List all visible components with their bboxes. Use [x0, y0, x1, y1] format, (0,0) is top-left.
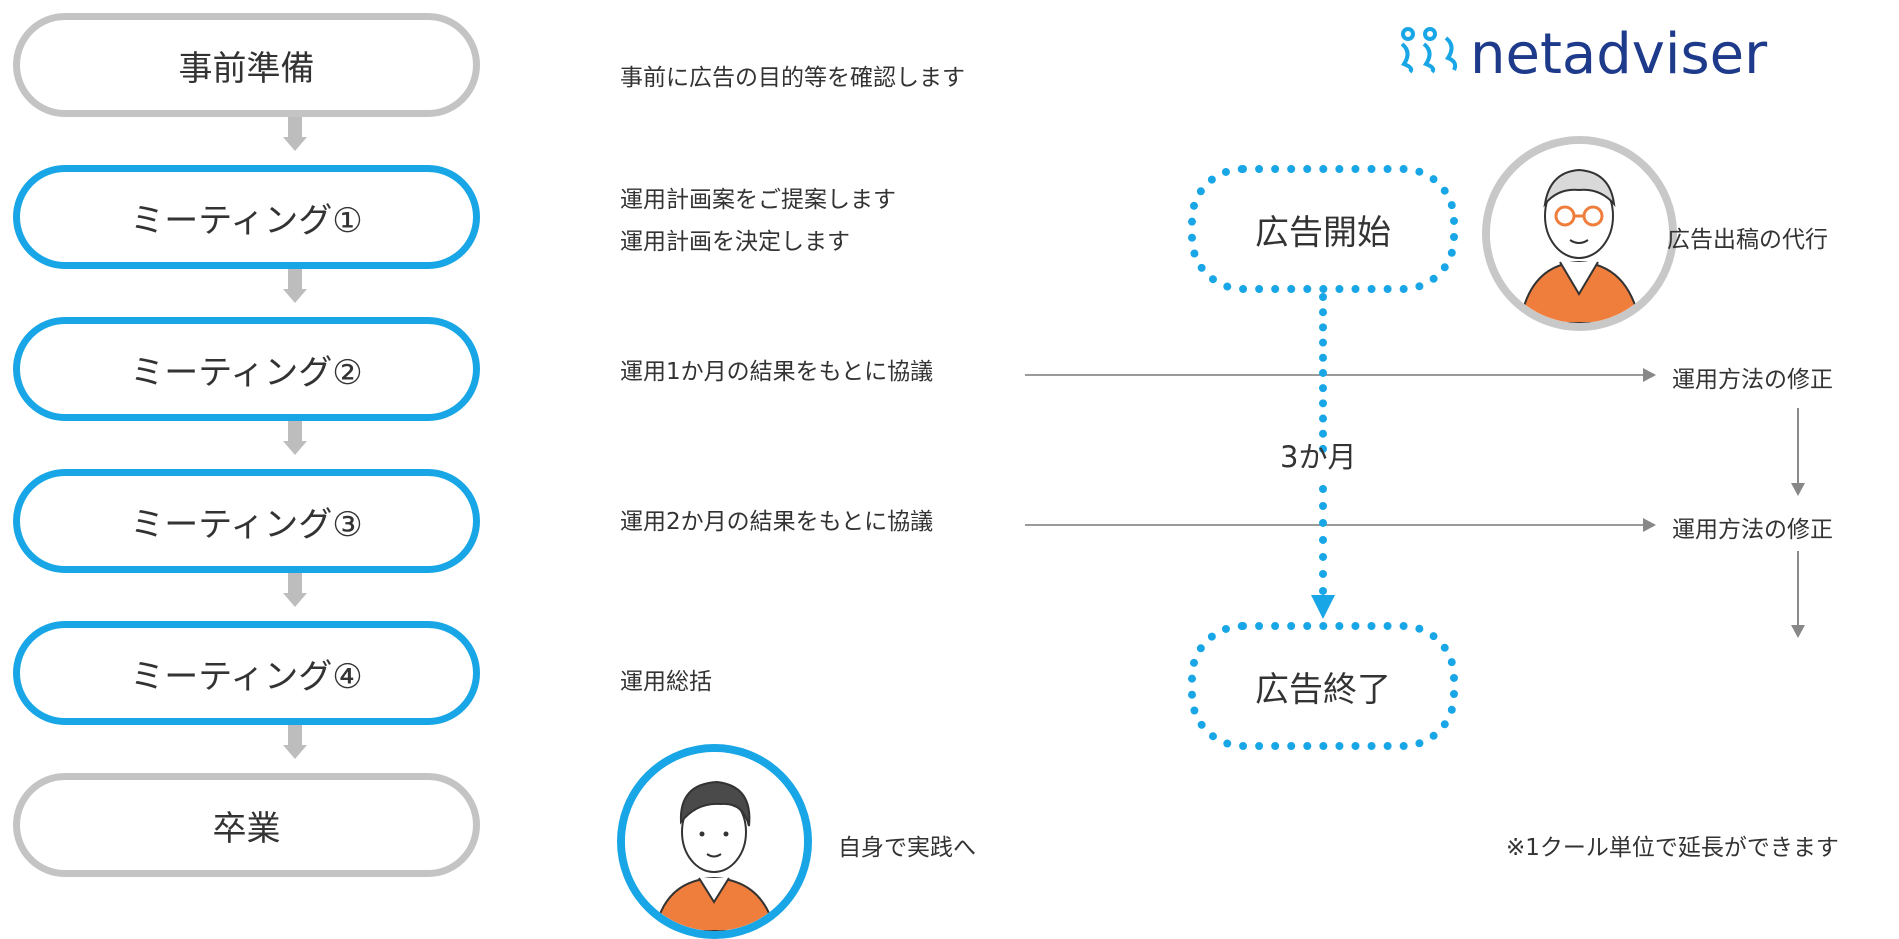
desc-meeting-3: 運用2か月の結果をもとに協議	[620, 509, 934, 535]
timeline-line-top	[1319, 293, 1336, 453]
step-graduation: 卒業	[13, 773, 480, 877]
step-arrow-icon	[283, 289, 307, 303]
ad-end-label: 広告終了	[1255, 669, 1391, 710]
step-connector	[288, 269, 302, 289]
arrow-line-meeting-2	[1025, 374, 1645, 376]
timeline-line-bottom	[1319, 485, 1336, 595]
step-arrow-icon	[283, 745, 307, 759]
extension-note: ※1クール単位で延長ができます	[1506, 835, 1839, 861]
step-arrow-icon	[283, 137, 307, 151]
agency-label: 広告出稿の代行	[1667, 227, 1828, 253]
arrow-right-icon	[1643, 518, 1656, 532]
step-connector	[288, 421, 302, 441]
arrow-line-meeting-3	[1025, 524, 1645, 526]
step-label: ミーティング①	[130, 200, 363, 241]
step-label: 卒業	[212, 808, 281, 849]
step-connector	[288, 725, 302, 745]
step-label: ミーティング②	[130, 352, 363, 393]
logo-mark-icon	[1398, 24, 1462, 86]
logo-text: netadviser	[1470, 22, 1768, 87]
step-meeting-3: ミーティング③	[13, 469, 480, 573]
step-connector	[288, 573, 302, 593]
step-arrow-icon	[283, 593, 307, 607]
step-pre-preparation: 事前準備	[13, 13, 480, 117]
consultant-avatar	[1482, 136, 1677, 331]
ad-start-label: 広告開始	[1255, 212, 1391, 253]
step-meeting-1: ミーティング①	[13, 165, 480, 269]
step-meeting-4: ミーティング④	[13, 621, 480, 725]
step-connector	[288, 117, 302, 137]
revision-2: 運用方法の修正	[1672, 517, 1833, 543]
arrow-down-icon	[1791, 483, 1805, 496]
arrow-right-icon	[1643, 368, 1656, 382]
step-meeting-2: ミーティング②	[13, 317, 480, 421]
step-label: 事前準備	[178, 48, 315, 89]
desc-pre-preparation: 事前に広告の目的等を確認します	[620, 65, 965, 91]
ad-start-node: 広告開始	[1188, 165, 1458, 293]
duration-label: 3か月	[1280, 440, 1357, 474]
desc-meeting-1-line1: 運用計画案をご提案します	[620, 187, 896, 213]
step-arrow-icon	[283, 441, 307, 455]
step-label: ミーティング③	[130, 504, 363, 545]
self-practice-label: 自身で実践へ	[838, 835, 976, 861]
netadviser-logo: netadviser	[1398, 22, 1767, 87]
revision-down-line	[1797, 408, 1799, 483]
ad-end-node: 広告終了	[1188, 622, 1458, 750]
desc-meeting-1-line2: 運用計画を決定します	[620, 229, 850, 255]
revision-down-line	[1797, 551, 1799, 625]
timeline-arrow-icon	[1311, 595, 1335, 619]
arrow-down-icon	[1791, 625, 1805, 638]
student-avatar	[617, 744, 812, 939]
revision-1: 運用方法の修正	[1672, 367, 1833, 393]
desc-meeting-2: 運用1か月の結果をもとに協議	[620, 359, 934, 385]
desc-meeting-4: 運用総括	[620, 669, 712, 695]
step-label: ミーティング④	[130, 656, 363, 697]
